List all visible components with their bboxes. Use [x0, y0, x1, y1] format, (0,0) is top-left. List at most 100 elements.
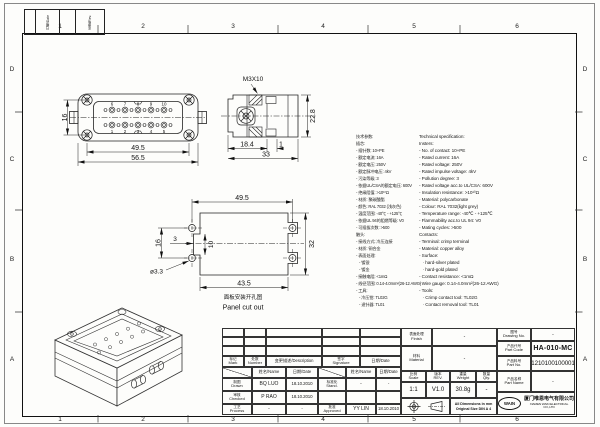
label: 日期/Date — [379, 369, 398, 375]
corner-strip-cell — [25, 10, 36, 34]
label-en: Process — [229, 408, 245, 414]
zone-number-bottom: 6 — [515, 415, 519, 423]
label-zh: 材料 — [412, 353, 421, 358]
label-zh: 处数 — [251, 356, 259, 361]
process-name: - — [252, 404, 286, 415]
process-date: - — [286, 404, 318, 415]
value: - — [485, 387, 488, 393]
value: P RAO — [261, 393, 277, 400]
empty-cell — [360, 346, 401, 356]
label-zh: 产品名称 — [506, 376, 522, 381]
spec-line: - 额定脉冲电压: 4kV — [356, 169, 392, 174]
value: HA-010-MC — [533, 345, 573, 352]
drawing-no-label: 图号 Drawing No. — [497, 328, 531, 341]
qty-label: 数量 Qty. — [476, 371, 497, 382]
spec-line: Technical specification: — [419, 134, 465, 139]
zone-number-bottom: 3 — [231, 415, 235, 423]
qty-value: - — [476, 382, 497, 398]
zone-number-bottom: 4 — [321, 415, 325, 423]
label-en: Part No. — [506, 362, 522, 368]
note-line: Original Size DIN A 4 — [455, 406, 492, 411]
contact-number: 3 — [137, 129, 140, 134]
finish-label: 表面处理 Finish — [401, 328, 432, 346]
signature-row-process: 工艺 Process - - 批准 Approved YY LIN 18.10.… — [222, 404, 401, 415]
spec-line: - 材质: 铜合金 — [356, 246, 381, 251]
sheet-inner-border — [22, 33, 577, 417]
zone-letter-left: B — [9, 256, 15, 263]
label-zh: 工艺 — [233, 404, 241, 409]
empty-cell — [322, 346, 360, 356]
center-screw-head — [236, 106, 256, 126]
revision-empty-row — [222, 328, 401, 337]
panel-cutout-drawing: 49.5 16 3 10 32 43.5 ø3.3 面板安装开孔图 Panel … — [150, 195, 316, 312]
zone-number-top: 3 — [231, 23, 235, 30]
dim-panel-left: 16 — [156, 239, 163, 247]
value: YY LIN — [353, 405, 369, 412]
contact-number: 1 — [111, 129, 114, 134]
stand-name: - — [346, 378, 376, 391]
signature-row-drawn: 制图 Drawn BQ LUO 18.10.2010 标准化 Stand. - … — [222, 378, 401, 391]
empty-cell — [266, 337, 322, 346]
value: 18.10.2010 — [291, 381, 313, 387]
signature-header: 签字 Signature — [322, 356, 360, 367]
spec-line: - Flammability acc.to UL 94: V0 — [419, 218, 481, 223]
role-label: 制图 Drawn — [222, 378, 252, 391]
diagonal-cell — [318, 367, 346, 378]
side-dimensions: 22.8 18.4 1 33 — [227, 94, 317, 162]
checked-name: P RAO — [252, 391, 286, 404]
rev-label: 版本 REV. — [426, 371, 450, 382]
empty-cell — [244, 346, 266, 356]
zone-letter-left: A — [9, 356, 15, 363]
spec-line: - 线径范围: 0.14-4.0mm²(26-12 AWG) — [356, 281, 422, 286]
spec-line: - 污染等级: 3 — [356, 176, 379, 181]
checked-date: 18.10.2010 — [286, 391, 318, 404]
contact-number: 9 — [150, 102, 153, 107]
zone-letter-left: D — [9, 66, 15, 73]
label-en: REV. — [433, 375, 443, 381]
number-header: 处数 Number — [244, 356, 266, 367]
spec-line: - Material: copper alloy — [419, 246, 465, 251]
value: - — [463, 355, 466, 362]
label-zh: 审核 — [233, 392, 241, 397]
value: 30.8g — [455, 387, 471, 393]
value: - — [387, 381, 390, 387]
label: 日期/Date — [371, 358, 390, 364]
zone-number-top: 5 — [412, 23, 416, 30]
revision-empty-row — [222, 346, 401, 356]
scale-value: 1:1 — [401, 382, 426, 398]
value: - — [463, 334, 466, 340]
part-name-label: 产品名称 Part Name — [497, 371, 531, 392]
wain-logo: WAIN — [498, 397, 521, 410]
spec-line: - 镀银 — [356, 260, 370, 265]
label-en: Part Code — [504, 347, 523, 353]
revision-empty-row — [222, 337, 401, 346]
contact-number: 4 — [150, 129, 153, 134]
spec-line: - 依据UL 94的阻燃等级: V0 — [356, 218, 404, 223]
label-zh: 制图 — [233, 379, 241, 384]
empty-cell — [318, 391, 346, 404]
dim-panel-right: 32 — [309, 240, 316, 248]
panel-dimensions: 49.5 16 3 10 32 43.5 ø3.3 — [150, 195, 316, 291]
dim-panel-bottom: 43.5 — [237, 281, 251, 288]
dim-side-a: 18.4 — [240, 142, 254, 149]
weight-value: 30.8g — [450, 382, 476, 398]
spec-line: - Terminal: crimp terminal — [419, 239, 469, 244]
value: BQ LUO — [259, 380, 279, 387]
empty-cell — [266, 346, 322, 356]
spec-line: - Rated voltage acc.to UL/CSA: 600V — [419, 183, 493, 188]
label-en: Drawing No. — [502, 333, 525, 339]
dim-front-inner-width: 49.5 — [131, 145, 145, 152]
date-header: 日期/Date — [376, 367, 401, 378]
company-name-zh: 厦门唯恩电气有限公司 — [524, 396, 575, 403]
label-zh: 标记 — [229, 356, 237, 361]
stand-date: - — [376, 378, 401, 391]
spec-line: - 额定电流: 16A — [356, 155, 384, 160]
spec-line: - Wire gauge: 0.14-4.0mm²(26-12 AWG) — [419, 281, 499, 286]
spec-line: - 表面处理: — [356, 253, 376, 258]
spec-line: - 镀金 — [356, 267, 370, 272]
part-no-value: 1210100100001 — [531, 356, 575, 371]
spec-line: - 接触电阻: <1mΩ — [356, 274, 388, 279]
dim-side-total: 33 — [262, 152, 270, 159]
spec-line: - No. of contact: 10+PE — [419, 148, 466, 153]
label-zh: 重量 — [459, 371, 467, 376]
